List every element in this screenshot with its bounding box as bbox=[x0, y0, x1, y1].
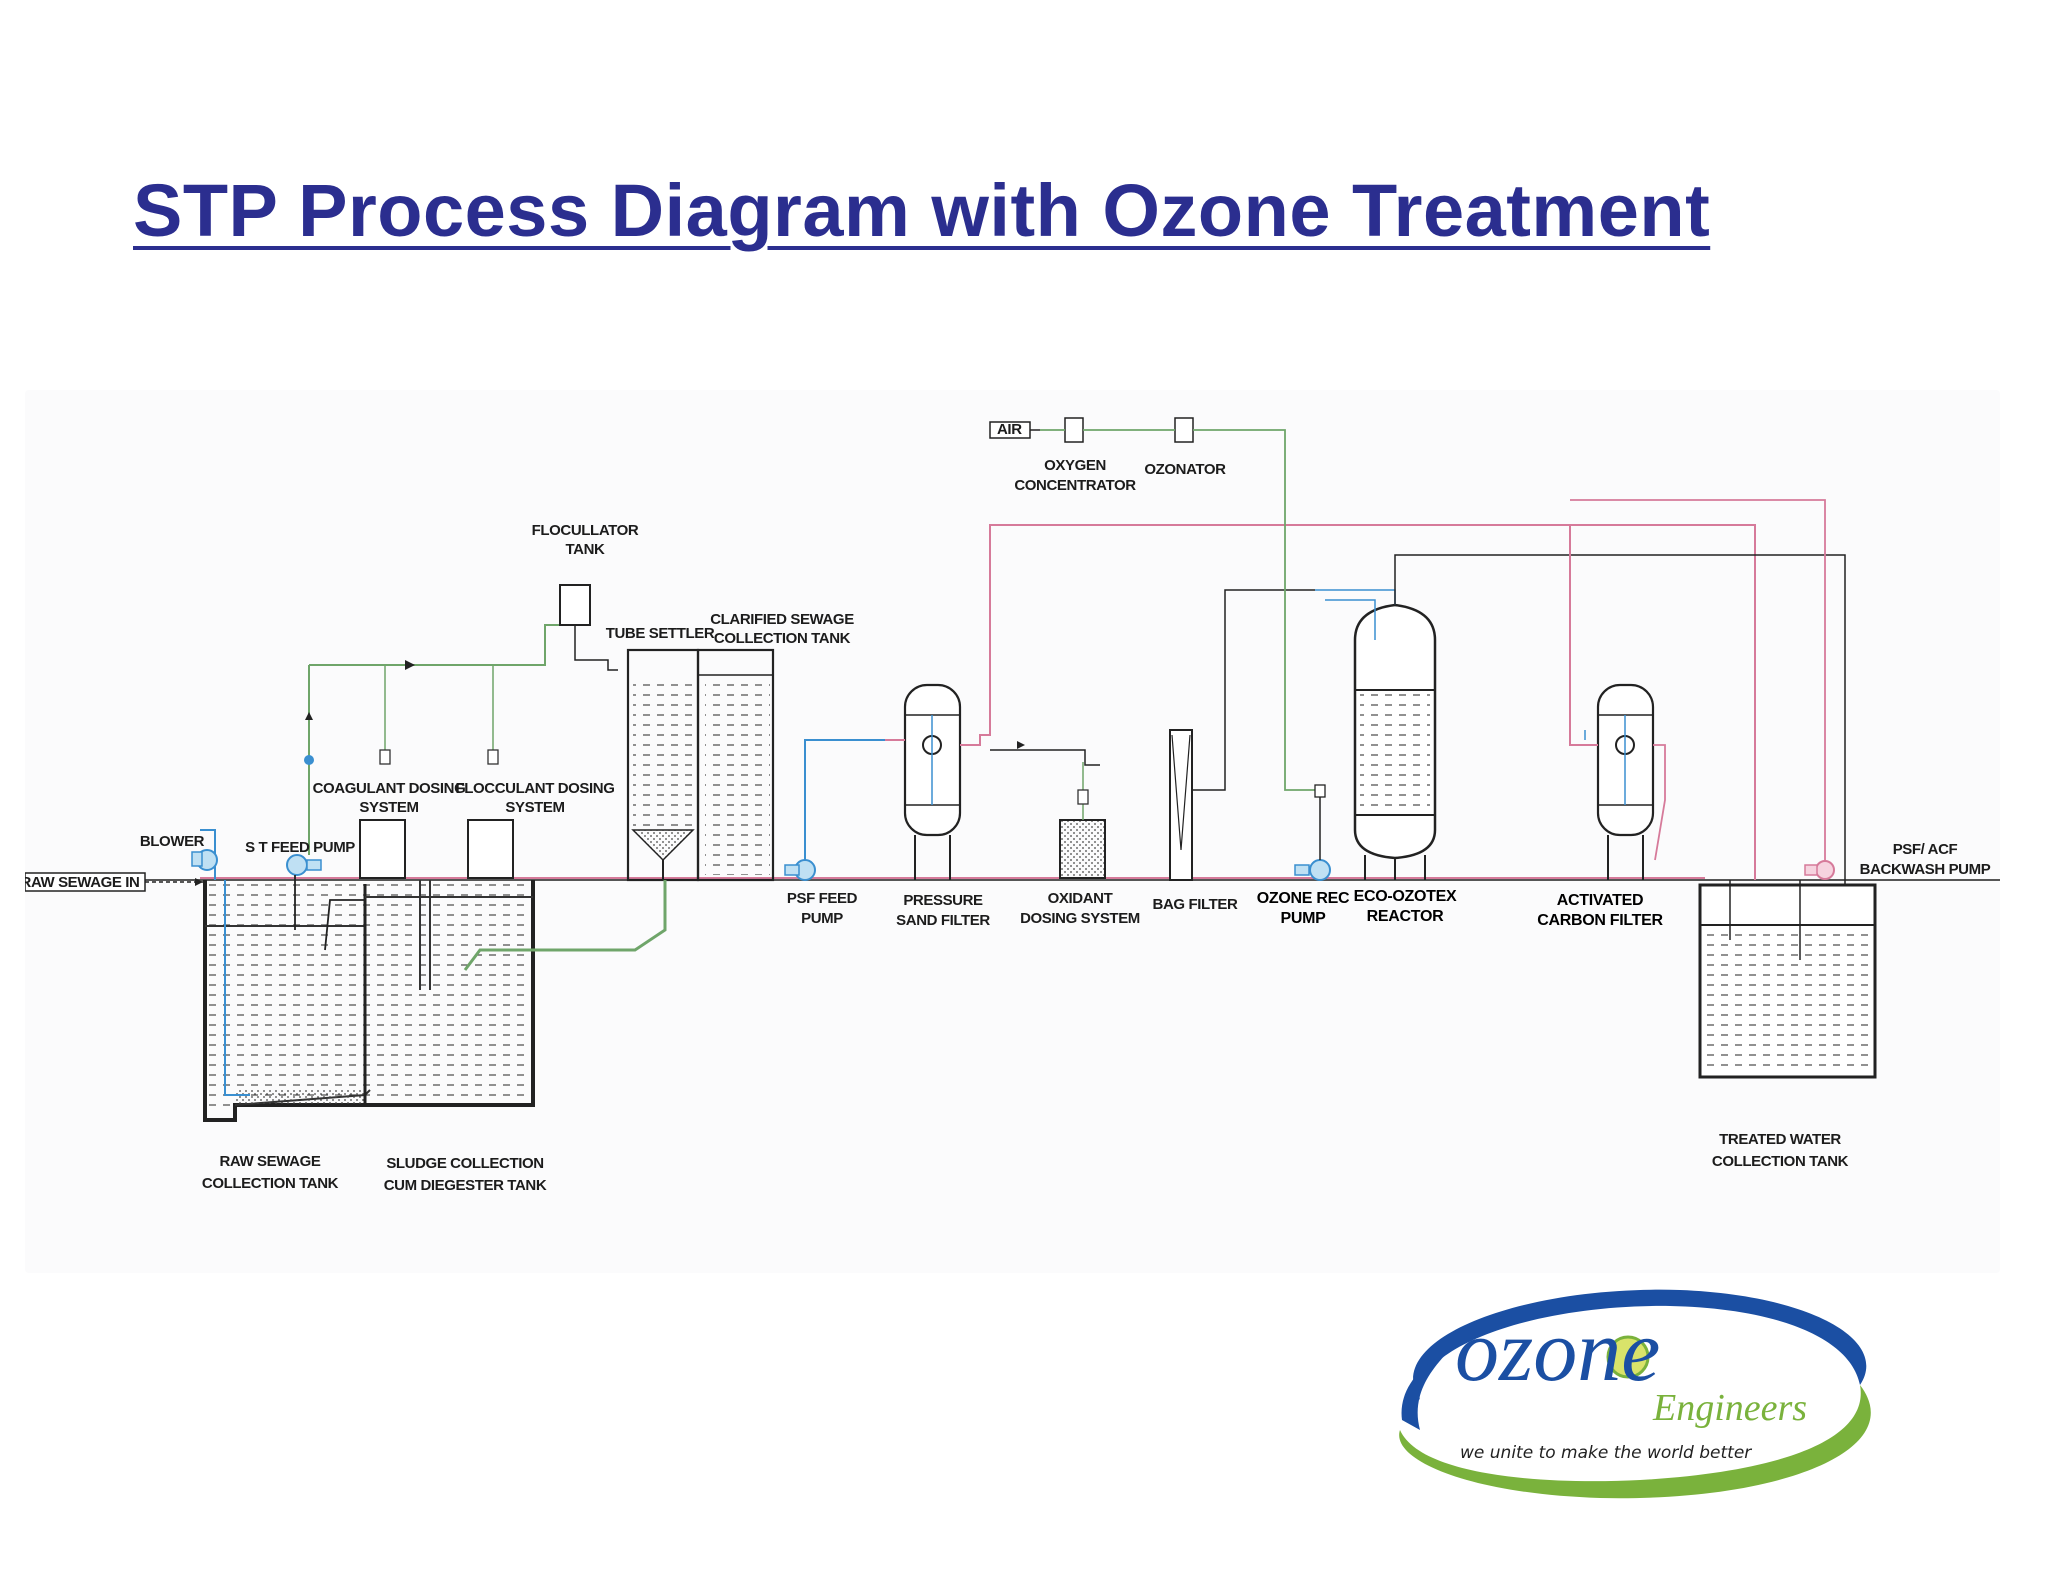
process-diagram-panel: AIR OXYGEN CONCENTRATOR OZONATOR FLOCULL… bbox=[25, 390, 2000, 1273]
treated-water-tank-label-2: COLLECTION TANK bbox=[1712, 1153, 1849, 1170]
ozonator bbox=[1174, 417, 1194, 443]
coagulant-label-2: SYSTEM bbox=[359, 799, 418, 816]
flocculant-label-1: FLOCCULANT DOSING bbox=[455, 780, 614, 797]
backwash-pump-label-2: BACKWASH PUMP bbox=[1860, 861, 1991, 878]
clarified-tank-label-1: CLARIFIED SEWAGE bbox=[710, 611, 854, 628]
oxidant-dosing-label-1: OXIDANT bbox=[1048, 890, 1113, 907]
flocculator-tank bbox=[559, 584, 591, 626]
air-label: AIR bbox=[997, 421, 1022, 438]
raw-sewage-in-label: RAW SEWAGE IN bbox=[25, 874, 139, 891]
bag-filter-label: BAG FILTER bbox=[1153, 896, 1238, 913]
ozone-rec-pump bbox=[1294, 784, 1331, 881]
psf-feed-pump-label-1: PSF FEED bbox=[787, 890, 858, 907]
logo-tagline: we unite to make the world better bbox=[1460, 1443, 1752, 1463]
sludge-tank-label-1: SLUDGE COLLECTION bbox=[386, 1155, 543, 1172]
st-feed-pump bbox=[286, 854, 322, 930]
eco-ozotex-label-1: ECO-OZOTEX bbox=[1354, 888, 1457, 905]
sludge-collection-tank bbox=[363, 880, 533, 1105]
oxidant-dosing-label-2: DOSING SYSTEM bbox=[1020, 910, 1140, 927]
raw-sewage-collection-tank bbox=[203, 880, 535, 1122]
stp-process-diagram: AIR OXYGEN CONCENTRATOR OZONATOR FLOCULL… bbox=[25, 417, 2000, 1194]
oxidant-dosing-system bbox=[1059, 762, 1106, 879]
oxygen-concentrator-label-1: OXYGEN bbox=[1044, 457, 1106, 474]
logo-subtitle: Engineers bbox=[1652, 1387, 1807, 1429]
st-feed-pump-label: S T FEED PUMP bbox=[245, 839, 355, 856]
blower-label: BLOWER bbox=[140, 833, 205, 850]
coagulant-label-1: COAGULANT DOSING bbox=[313, 780, 466, 797]
treated-water-tank-label-1: TREATED WATER bbox=[1719, 1131, 1841, 1148]
oxygen-concentrator bbox=[1064, 417, 1084, 443]
eco-ozotex-reactor bbox=[1353, 603, 1437, 880]
activated-carbon-label-1: ACTIVATED bbox=[1557, 892, 1643, 909]
pressure-sand-filter bbox=[903, 683, 962, 880]
coagulant-dosing-tank bbox=[359, 819, 406, 879]
raw-sewage-inlet bbox=[25, 872, 203, 892]
eco-ozotex-label-2: REACTOR bbox=[1367, 908, 1444, 925]
pressure-sand-filter-label-2: SAND FILTER bbox=[896, 912, 990, 929]
tube-settler-label: TUBE SETTLER bbox=[606, 625, 715, 642]
clarified-tank-label-2: COLLECTION TANK bbox=[714, 630, 851, 647]
air-inlet bbox=[989, 421, 1040, 439]
backwash-pump-label-1: PSF/ ACF bbox=[1893, 841, 1958, 858]
flocculator-label-2: TANK bbox=[566, 541, 606, 558]
raw-sewage-tank-label-2: COLLECTION TANK bbox=[202, 1175, 339, 1192]
slide-title: STP Process Diagram with Ozone Treatment bbox=[133, 169, 1711, 252]
oxygen-concentrator-label-2: CONCENTRATOR bbox=[1014, 477, 1136, 494]
psf-feed-pump-label-2: PUMP bbox=[801, 910, 843, 927]
ozone-engineers-logo: ozone Engineers we unite to make the wor… bbox=[1399, 1289, 1871, 1499]
tube-settler bbox=[626, 648, 700, 882]
psf-acf-backwash-pump bbox=[1570, 499, 1835, 880]
flocculator-label-1: FLOCULLATOR bbox=[532, 522, 639, 539]
bag-filter bbox=[1169, 589, 1315, 881]
flocculant-label-2: SYSTEM bbox=[505, 799, 564, 816]
pressure-sand-filter-label-1: PRESSURE bbox=[903, 892, 983, 909]
flocculant-dosing-tank bbox=[467, 819, 514, 879]
clarified-sewage-tank bbox=[696, 648, 775, 882]
ozonator-label: OZONATOR bbox=[1144, 461, 1226, 478]
raw-sewage-tank-label-1: RAW SEWAGE bbox=[219, 1153, 320, 1170]
activated-carbon-filter bbox=[1596, 683, 1655, 880]
globe-icon bbox=[1606, 1335, 1650, 1379]
ozone-rec-pump-label-1: OZONE REC bbox=[1257, 890, 1350, 907]
logo-wordmark: ozone bbox=[1455, 1303, 1660, 1400]
activated-carbon-label-2: CARBON FILTER bbox=[1537, 912, 1663, 929]
treated-water-collection-tank bbox=[1698, 880, 1877, 1079]
sludge-tank-label-2: CUM DIEGESTER TANK bbox=[384, 1177, 547, 1194]
blower-unit bbox=[191, 849, 218, 871]
ozone-rec-pump-label-2: PUMP bbox=[1280, 910, 1326, 927]
